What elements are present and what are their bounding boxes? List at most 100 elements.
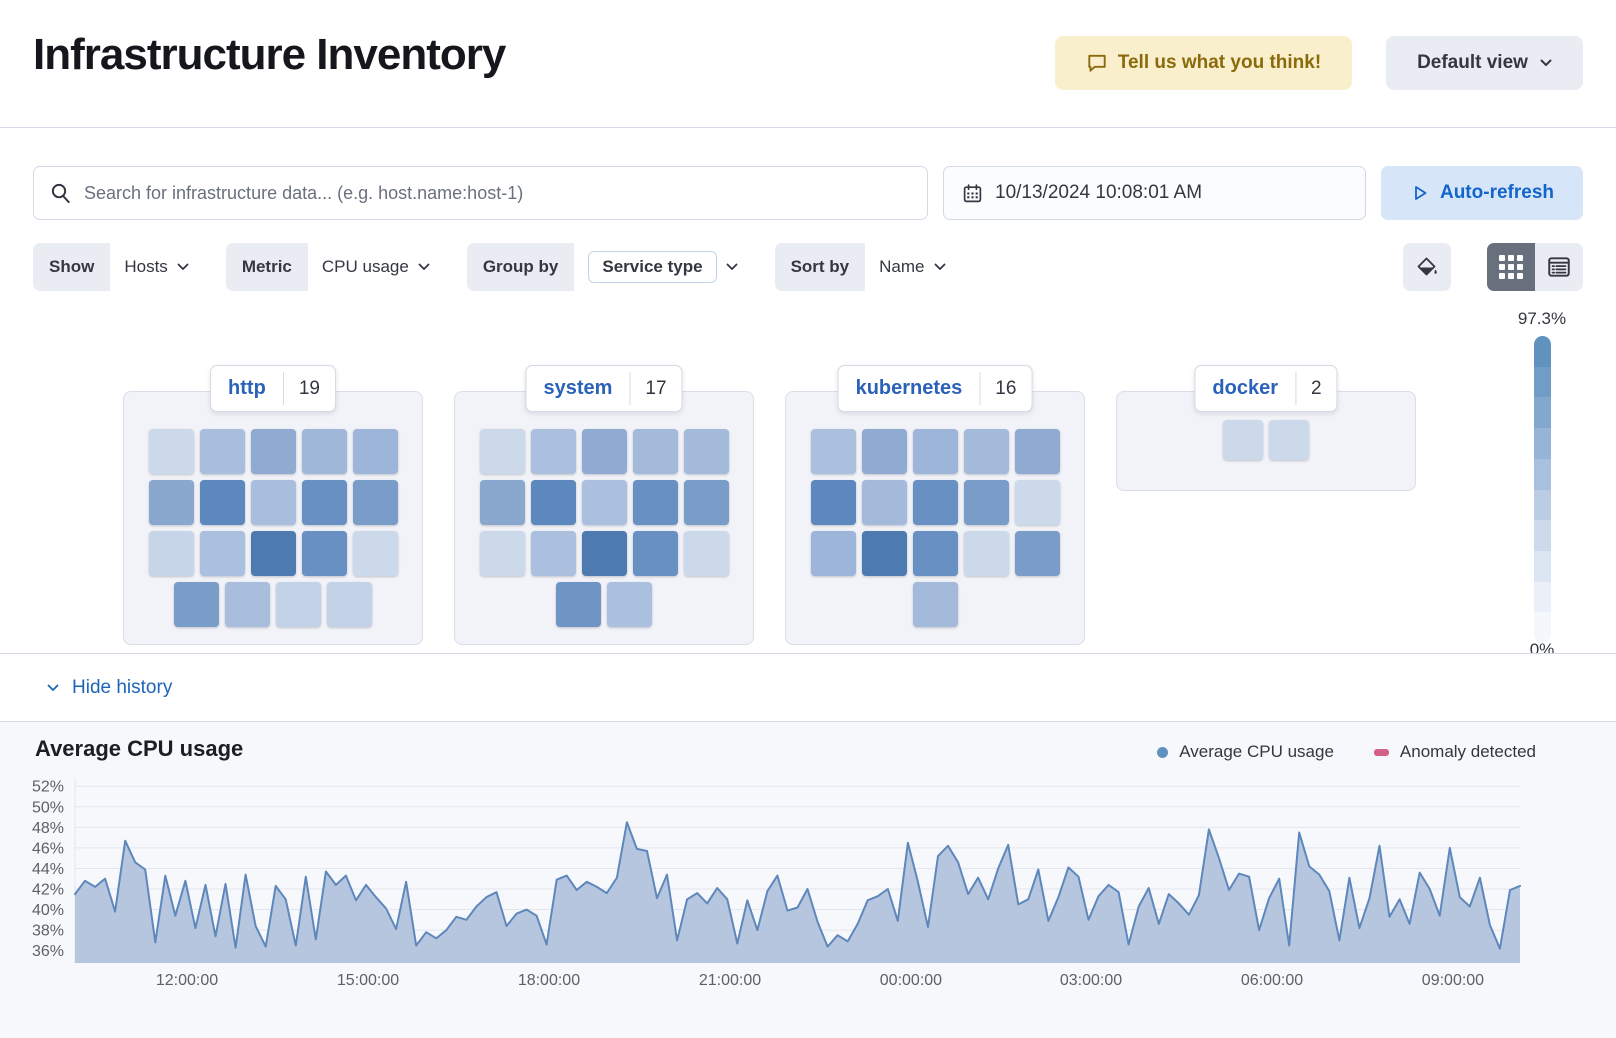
host-tile[interactable] xyxy=(352,531,398,576)
grid-view-toggle[interactable] xyxy=(1487,243,1535,291)
search-input[interactable] xyxy=(84,182,911,204)
host-tile[interactable] xyxy=(250,480,296,525)
legend-gradient-step xyxy=(1534,428,1551,459)
show-dropdown[interactable]: Hosts xyxy=(110,243,203,291)
cpu-area-fill xyxy=(75,822,1520,963)
host-tile[interactable] xyxy=(148,429,194,474)
host-tile[interactable] xyxy=(479,480,525,525)
feedback-button[interactable]: Tell us what you think! xyxy=(1055,36,1352,90)
group-name[interactable]: http xyxy=(228,377,266,399)
auto-refresh-label: Auto-refresh xyxy=(1439,182,1554,203)
legend-gradient-step xyxy=(1534,397,1551,429)
view-selector-label: Default view xyxy=(1417,52,1528,73)
legend-gradient-step xyxy=(1534,366,1551,398)
tile-row xyxy=(124,531,422,576)
host-tile[interactable] xyxy=(301,429,347,474)
auto-refresh-button[interactable]: Auto-refresh xyxy=(1381,166,1583,220)
tile-row xyxy=(786,429,1084,474)
host-tile[interactable] xyxy=(1014,429,1060,474)
group-label-divider xyxy=(629,372,631,405)
search-bar[interactable] xyxy=(33,166,928,220)
host-tile[interactable] xyxy=(1269,420,1309,460)
tile-grid xyxy=(1117,392,1415,460)
host-tile[interactable] xyxy=(148,480,194,525)
search-icon xyxy=(51,183,70,204)
host-tile[interactable] xyxy=(632,531,678,576)
host-tile[interactable] xyxy=(810,531,856,576)
host-tile[interactable] xyxy=(963,480,1009,525)
host-tile[interactable] xyxy=(352,480,398,525)
host-tile[interactable] xyxy=(1223,420,1263,460)
host-tile[interactable] xyxy=(581,531,627,576)
host-tile[interactable] xyxy=(199,531,245,576)
metric-dropdown[interactable]: CPU usage xyxy=(307,243,444,291)
host-tile[interactable] xyxy=(963,531,1009,576)
host-tile[interactable] xyxy=(199,480,245,525)
legend-item-avg-cpu[interactable]: Average CPU usage xyxy=(1157,742,1334,762)
legend-item-anomaly[interactable]: Anomaly detected xyxy=(1373,742,1536,762)
play-icon xyxy=(1415,186,1427,200)
host-tile[interactable] xyxy=(530,429,576,474)
host-tile[interactable] xyxy=(683,480,729,525)
sort-by-dropdown[interactable]: Name xyxy=(865,243,960,291)
host-tile[interactable] xyxy=(556,582,601,627)
chart-title: Average CPU usage xyxy=(35,736,244,761)
host-tile[interactable] xyxy=(581,429,627,474)
host-tile[interactable] xyxy=(632,429,678,474)
view-selector-button[interactable]: Default view xyxy=(1386,36,1583,90)
host-tile[interactable] xyxy=(581,480,627,525)
hide-history-link[interactable]: Hide history xyxy=(47,677,172,699)
table-view-toggle[interactable] xyxy=(1535,243,1583,291)
host-tile[interactable] xyxy=(683,429,729,474)
host-tile[interactable] xyxy=(810,480,856,525)
host-tile[interactable] xyxy=(912,582,958,627)
host-tile[interactable] xyxy=(912,480,958,525)
host-tile[interactable] xyxy=(479,531,525,576)
host-tile[interactable] xyxy=(327,582,372,627)
legend-gradient-step xyxy=(1534,612,1551,643)
host-tile[interactable] xyxy=(1014,480,1060,525)
host-tile[interactable] xyxy=(225,582,270,627)
host-tile[interactable] xyxy=(301,480,347,525)
host-tile[interactable] xyxy=(530,480,576,525)
host-tile[interactable] xyxy=(1014,531,1060,576)
host-tile[interactable] xyxy=(199,429,245,474)
host-tile[interactable] xyxy=(861,429,907,474)
host-tile[interactable] xyxy=(479,429,525,474)
chevron-down-icon xyxy=(47,684,59,691)
host-tile[interactable] xyxy=(632,480,678,525)
feedback-label: Tell us what you think! xyxy=(1117,52,1322,73)
host-tile[interactable] xyxy=(912,531,958,576)
y-axis-tick-label: 42% xyxy=(32,882,64,899)
group-count: 17 xyxy=(645,377,667,399)
host-tile[interactable] xyxy=(250,429,296,474)
y-axis-tick-label: 38% xyxy=(32,923,64,940)
host-tile[interactable] xyxy=(301,531,347,576)
host-tile[interactable] xyxy=(530,531,576,576)
date-picker-button[interactable]: 10/13/2024 10:08:01 AM xyxy=(943,166,1366,220)
host-tile[interactable] xyxy=(607,582,652,627)
host-tile[interactable] xyxy=(250,531,296,576)
legend-swatch-icon xyxy=(1373,748,1389,756)
tile-row xyxy=(786,480,1084,525)
host-tile[interactable] xyxy=(174,582,219,627)
group-name[interactable]: system xyxy=(543,377,613,399)
host-tile[interactable] xyxy=(683,531,729,576)
group-name[interactable]: kubernetes xyxy=(855,377,963,399)
calendar-icon xyxy=(963,183,982,202)
host-tile[interactable] xyxy=(861,531,907,576)
group-name[interactable]: docker xyxy=(1212,377,1279,399)
host-tile[interactable] xyxy=(352,429,398,474)
host-tile[interactable] xyxy=(861,480,907,525)
group-by-dropdown[interactable]: Service type xyxy=(574,243,752,291)
host-tile[interactable] xyxy=(912,429,958,474)
host-tile[interactable] xyxy=(810,429,856,474)
group-by-value-chip[interactable]: Service type xyxy=(588,251,717,283)
host-tile[interactable] xyxy=(276,582,321,627)
color-palette-button[interactable] xyxy=(1403,243,1451,291)
host-tile[interactable] xyxy=(148,531,194,576)
host-tile[interactable] xyxy=(963,429,1009,474)
